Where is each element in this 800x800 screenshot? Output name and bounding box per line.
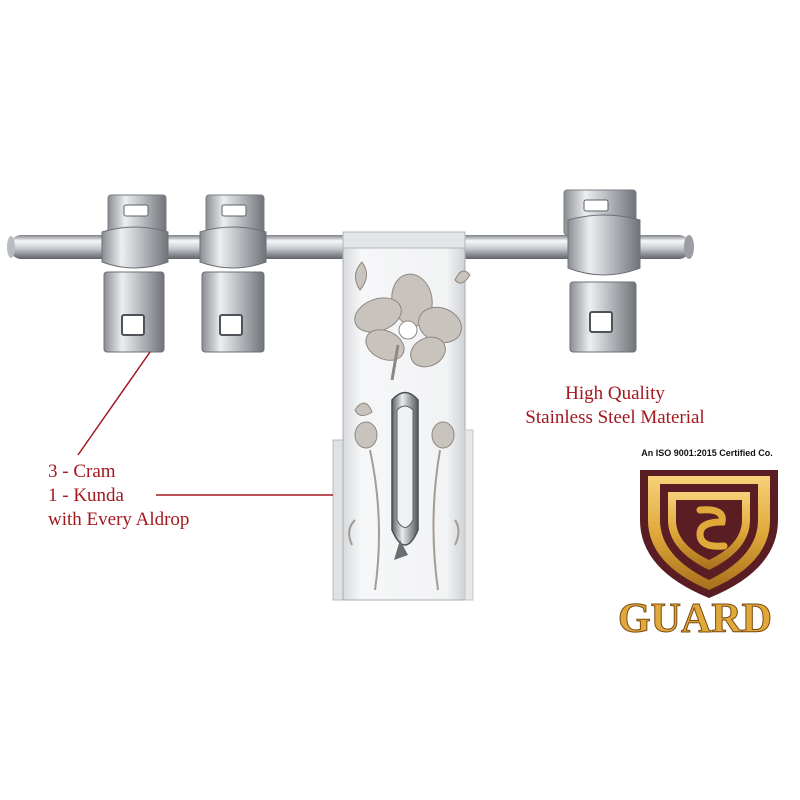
- items-line-3: with Every Aldrop: [48, 509, 190, 530]
- guard-shield-logo: [640, 470, 778, 598]
- items-line-1: 3 - Cram: [48, 461, 116, 482]
- guard-wordmark: GUARD TM: [618, 596, 773, 643]
- items-callout: 3 - Cram 1 - Kunda with Every Aldrop: [48, 460, 189, 532]
- quality-callout: High Quality Stainless Steel Material: [470, 382, 760, 430]
- quality-line-1: High Quality: [565, 383, 665, 404]
- brand-name: GUARD: [618, 596, 772, 642]
- quality-line-2: Stainless Steel Material: [525, 407, 705, 428]
- iso-certification: An ISO 9001:2015 Certified Co.: [641, 448, 773, 458]
- cram-2: [199, 194, 267, 353]
- items-line-2: 1 - Kunda: [48, 485, 124, 506]
- cram-1: [101, 194, 169, 353]
- cram-3: [563, 189, 641, 353]
- callout-line: [77, 351, 151, 456]
- flower-motif: [348, 261, 471, 591]
- kunda-hasp: [391, 391, 419, 560]
